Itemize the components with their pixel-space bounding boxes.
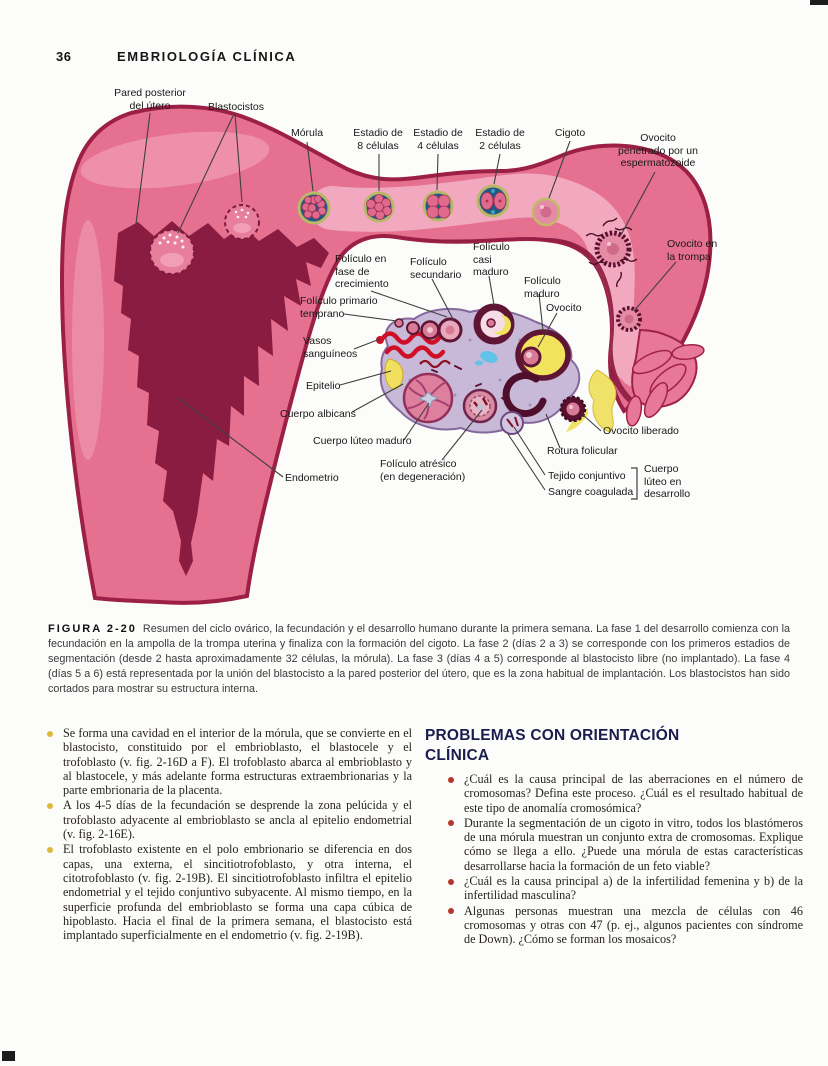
label-estadio-4: Estadio de 4 células: [413, 127, 463, 152]
mature-follicle: [515, 329, 571, 381]
ovary: [376, 303, 581, 435]
label-estadio-8: Estadio de 8 células: [353, 127, 403, 152]
label-foliculo-secundario: Folículo secundario: [410, 256, 462, 281]
fimbriae: [625, 328, 705, 427]
summary-column: Se forma una cavidad en el interior de l…: [46, 726, 412, 943]
label-cigoto: Cigoto: [554, 127, 586, 139]
fertilized-oocyte: [585, 217, 638, 288]
scan-artifact: [810, 0, 828, 5]
developing-corpus-luteum: [500, 411, 524, 435]
clinical-problem-bullet: ¿Cuál es la causa principal a) de la inf…: [447, 874, 803, 903]
summary-bullet: A los 4-5 días de la fecundación se desp…: [46, 798, 412, 841]
label-ovocito-liberado: Ovocito liberado: [603, 425, 679, 437]
mature-corpus-luteum: [402, 372, 454, 424]
clinical-problem-bullet: ¿Cuál es la causa principal de las aberr…: [447, 772, 803, 815]
uterine-cavity: [114, 221, 329, 576]
cleavage-stages: [297, 184, 561, 227]
follicular-rupture: [502, 372, 547, 418]
figure-caption-label: FIGURA 2-20: [48, 622, 137, 635]
scan-artifact: [2, 1051, 15, 1061]
four-cell-illustration: [422, 190, 454, 222]
eight-cell-illustration: [363, 191, 395, 223]
label-estadio-2: Estadio de 2 células: [475, 127, 525, 152]
label-bracket: [631, 467, 638, 500]
clinical-problem-bullet: Algunas personas muestran una mezcla de …: [447, 904, 803, 947]
label-cuerpo-luteo-maduro: Cuerpo lúteo maduro: [313, 435, 412, 447]
running-head: EMBRIOLOGÍA CLÍNICA: [117, 49, 297, 64]
label-foliculo-maduro: Folículo maduro: [524, 275, 561, 300]
label-sangre-coagulada: Sangre coagulada: [548, 486, 634, 498]
label-blastocistos: Blastocistos: [207, 101, 265, 113]
label-morula: Mórula: [290, 127, 324, 139]
sperm-cells: [585, 217, 638, 288]
label-rotura-folicular: Rotura folicular: [547, 445, 618, 457]
early-follicles: [394, 317, 463, 343]
fluid-patch: [480, 351, 498, 363]
two-cell-illustration: [476, 184, 510, 218]
label-foliculo-atresico: Folículo atrésico (en degeneración): [380, 458, 466, 483]
clinical-problems-heading: PROBLEMAS CON ORIENTACIÓN CLÍNICA: [425, 727, 680, 764]
label-pared-posterior: Pared posterior del útero: [114, 87, 186, 112]
label-foliculo-casi-maduro: Folículo casi maduro: [473, 241, 510, 278]
released-oocyte: [559, 395, 587, 423]
summary-bullet: Se forma una cavidad en el interior de l…: [46, 726, 412, 797]
zygote-illustration: [531, 197, 561, 227]
figure-illustration: [59, 104, 713, 605]
label-foliculo-crecimiento: Folículo en fase de crecimiento: [335, 253, 389, 290]
tube-oocyte: [616, 306, 642, 332]
label-tejido-conjuntivo: Tejido conjuntivo: [548, 470, 626, 482]
page-number: 36: [56, 49, 72, 64]
figure-caption-text: Resumen del ciclo ovárico, la fecundació…: [48, 622, 790, 695]
leader-lines: [135, 112, 677, 500]
label-epitelio: Epitelio: [306, 380, 341, 392]
label-ovocito: Ovocito: [546, 302, 582, 314]
label-foliculo-primario: Folículo primario temprano: [300, 295, 378, 320]
morula-illustration: [297, 191, 331, 225]
label-cuerpo-albicans: Cuerpo albicans: [280, 408, 356, 420]
label-ovocito-penetrado: Ovocito penetrado por un espermatozoide: [618, 132, 698, 169]
label-endometrio: Endometrio: [285, 472, 339, 484]
atretic-follicle: [462, 388, 498, 424]
label-cuerpo-luteo-desarrollo: Cuerpo lúteo en desarrollo: [644, 463, 691, 500]
nearly-mature-follicle: [473, 303, 515, 345]
blastocysts: [149, 204, 260, 275]
label-vasos-sanguineos: Vasos sanguíneos: [303, 335, 358, 360]
label-ovocito-trompa: Ovocito en la trompa: [667, 238, 718, 263]
clinical-problem-bullet: Durante la segmentación de un cigoto in …: [447, 816, 803, 873]
clinical-problems-column: PROBLEMAS CON ORIENTACIÓN CLÍNICA ¿Cuál …: [425, 726, 803, 948]
summary-bullet: El trofoblasto existente en el polo embr…: [46, 842, 412, 942]
